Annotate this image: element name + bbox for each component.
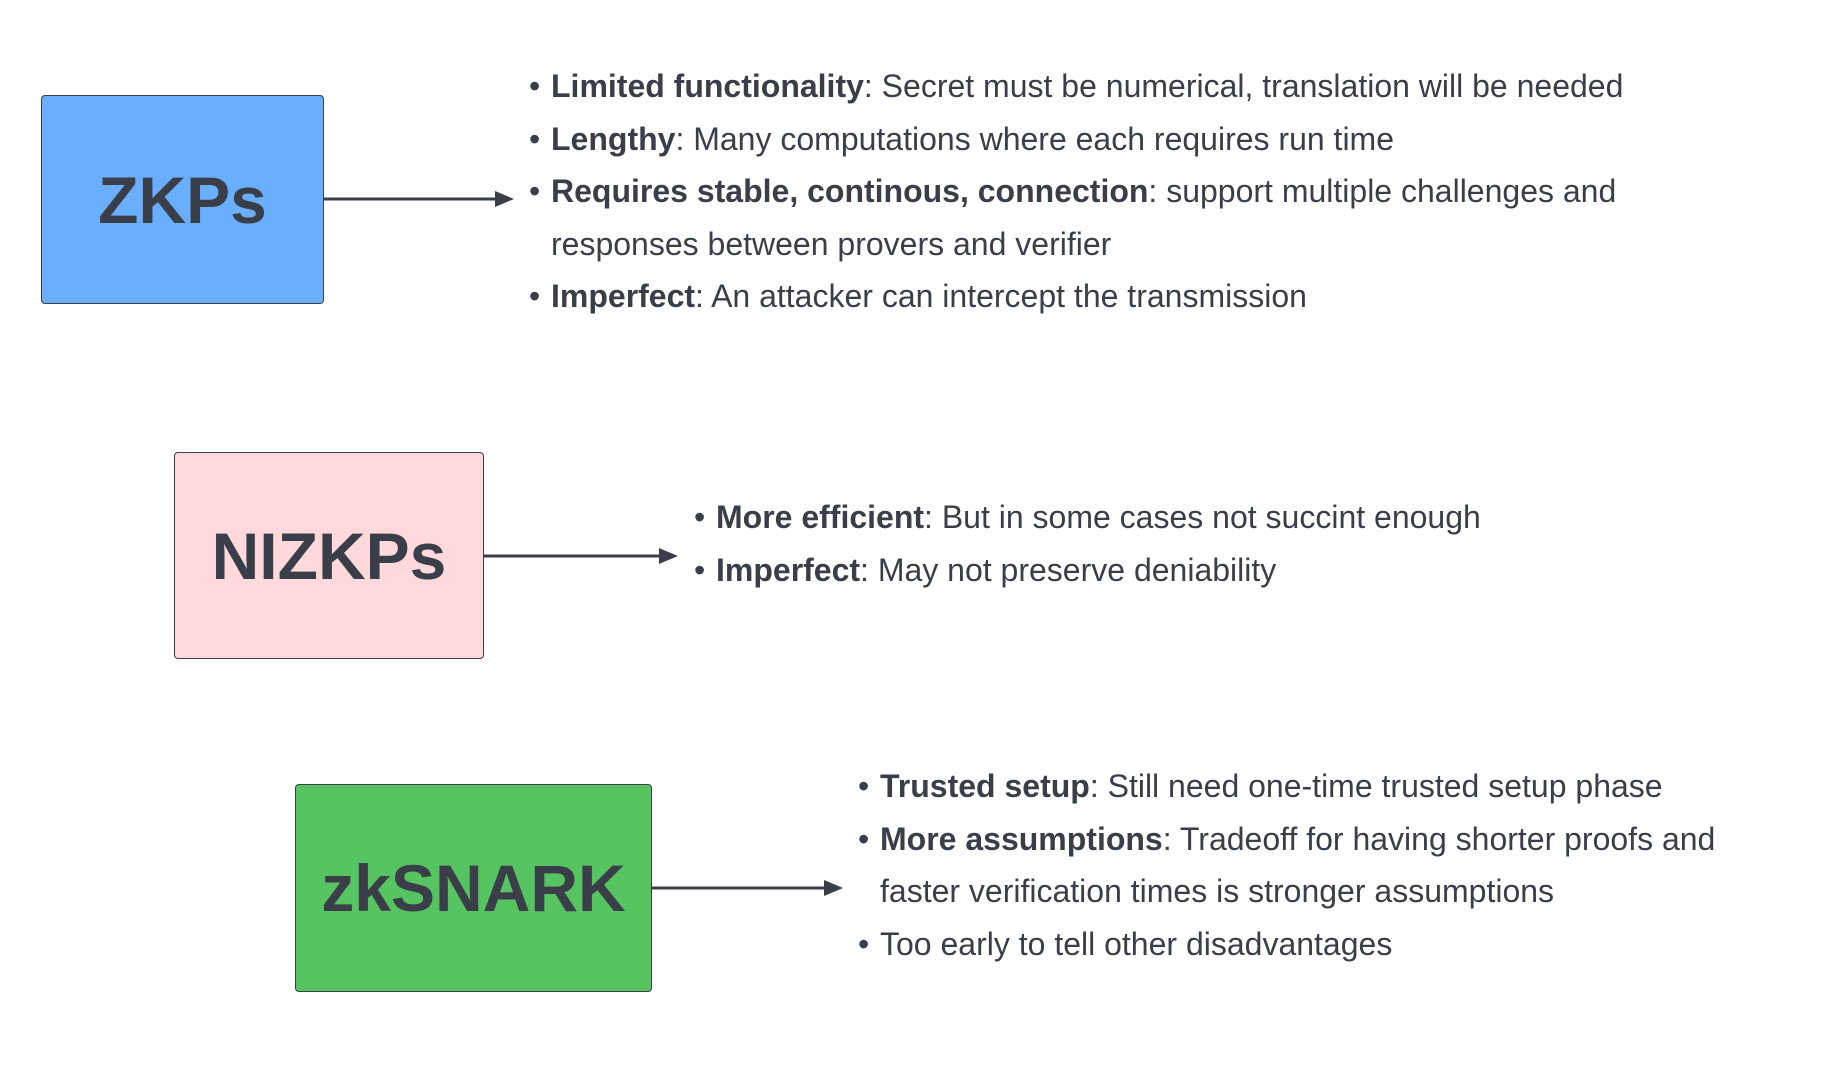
item-text: : support multiple challenges and: [1148, 173, 1617, 209]
zkps-limitations-list: Limited functionality: Secret must be nu…: [529, 60, 1623, 323]
nizkps-limitations-list: More efficient: But in some cases not su…: [694, 491, 1481, 596]
list-item: Too early to tell other disadvantages: [858, 918, 1715, 971]
list-item: Limited functionality: Secret must be nu…: [529, 60, 1623, 113]
item-term: More efficient: [716, 499, 925, 535]
nizkps-node-label: NIZKPs: [211, 518, 447, 593]
item-text: : Secret must be numerical, translation …: [863, 68, 1624, 104]
item-text: : Still need one-time trusted setup phas…: [1089, 768, 1663, 804]
item-text: : An attacker can intercept the transmis…: [695, 278, 1307, 314]
zkps-node-label: ZKPs: [98, 162, 267, 237]
list-item: More efficient: But in some cases not su…: [694, 491, 1481, 544]
list-item: Lengthy: Many computations where each re…: [529, 113, 1623, 166]
nizkps-arrow: [484, 548, 678, 564]
list-item: Requires stable, continous, connection: …: [529, 165, 1623, 270]
zksnark-node: zkSNARK: [295, 784, 652, 992]
item-term: Lengthy: [551, 120, 676, 157]
item-term: Imperfect: [716, 551, 861, 588]
item-text: : May not preserve deniability: [860, 551, 1277, 588]
item-term: Imperfect: [551, 278, 696, 314]
nizkps-node: NIZKPs: [174, 452, 484, 659]
item-text: : But in some cases not succint enough: [924, 499, 1481, 535]
item-term: More assumptions: [880, 820, 1163, 857]
item-text: Too early to tell other disadvantages: [880, 925, 1393, 962]
item-text: : Many computations where each requires …: [675, 120, 1394, 157]
item-term: Requires stable, continous, connection: [551, 173, 1149, 209]
zkps-arrowhead: [495, 191, 514, 207]
list-item: Imperfect: An attacker can intercept the…: [529, 270, 1623, 323]
list-item: More assumptions: Tradeoff for having sh…: [858, 813, 1715, 918]
item-continuation: faster verification times is stronger as…: [880, 873, 1555, 909]
nizkps-arrowhead: [659, 548, 678, 564]
item-continuation: responses between provers and verifier: [551, 225, 1112, 262]
item-term: Trusted setup: [880, 768, 1090, 804]
zksnark-arrowhead: [824, 880, 843, 896]
zksnark-arrow: [652, 880, 843, 896]
list-item: Imperfect: May not preserve deniability: [694, 544, 1481, 597]
zksnark-limitations-list: Trusted setup: Still need one-time trust…: [858, 760, 1715, 970]
zksnark-node-label: zkSNARK: [321, 851, 626, 925]
zkps-arrow: [324, 191, 514, 207]
zkps-node: ZKPs: [41, 95, 324, 304]
item-text: : Tradeoff for having shorter proofs and: [1162, 820, 1716, 857]
item-term: Limited functionality: [551, 68, 864, 104]
list-item: Trusted setup: Still need one-time trust…: [858, 760, 1715, 813]
